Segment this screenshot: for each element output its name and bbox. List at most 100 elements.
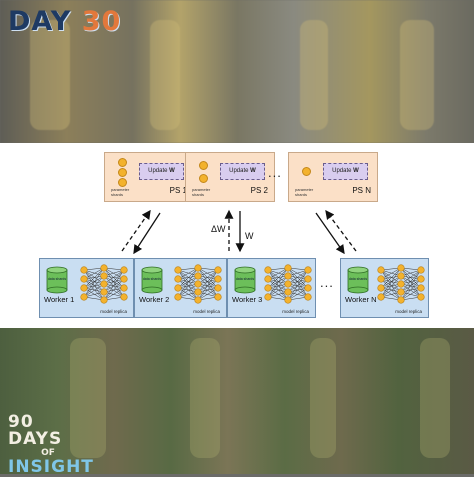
network-edge — [83, 269, 105, 285]
update-text: Update — [332, 168, 352, 174]
network-node — [397, 264, 405, 272]
network-edge — [400, 269, 422, 301]
network-edge — [177, 269, 199, 293]
background-streak — [400, 20, 434, 130]
parameter-shards-label: parameter shards — [111, 187, 130, 197]
network-node — [214, 284, 222, 292]
network-edge — [380, 269, 402, 293]
network-edge — [197, 278, 219, 301]
background-streak — [420, 338, 450, 458]
network-edge — [177, 278, 199, 293]
network-edge — [103, 275, 125, 289]
network-edge — [287, 278, 309, 293]
network-edge — [287, 275, 309, 298]
parameter-node — [199, 161, 208, 170]
diagram-panel: Update W parameter shards PS 1 Update W … — [0, 143, 474, 328]
network-edge — [267, 275, 289, 289]
network-node — [284, 272, 292, 280]
network-edge — [103, 267, 125, 280]
worker-label: Worker 3 — [232, 295, 263, 304]
background-streak — [30, 20, 70, 130]
network-edge — [287, 278, 309, 301]
network-node — [80, 275, 88, 283]
network-edge — [177, 275, 199, 289]
neural-network-icon — [80, 264, 128, 304]
network-edge — [103, 269, 125, 293]
network-edge — [287, 283, 309, 298]
network-edge — [267, 267, 289, 289]
network-edge — [267, 267, 289, 298]
network-edge — [380, 283, 402, 298]
network-node — [417, 293, 425, 301]
network-edge — [400, 278, 422, 293]
day-number: 30 — [81, 6, 122, 37]
network-edge — [267, 269, 289, 293]
worker-box: data shards Worker 2 model replica — [134, 258, 227, 318]
network-edge — [177, 269, 199, 301]
network-edge — [103, 267, 125, 298]
network-edge — [197, 269, 219, 285]
badge-line-1: 90 DAYS — [8, 412, 63, 449]
background-streak — [310, 338, 336, 458]
network-node — [417, 284, 425, 292]
worker-label: Worker 1 — [44, 295, 75, 304]
network-node — [80, 293, 88, 301]
network-edge — [177, 267, 199, 289]
network-node — [174, 275, 182, 283]
network-node — [80, 266, 88, 274]
network-node — [304, 275, 312, 283]
network-edge — [267, 278, 289, 301]
ps-ellipsis: ... — [268, 165, 282, 180]
parameter-node — [302, 167, 311, 176]
network-node — [194, 264, 202, 272]
network-node — [214, 275, 222, 283]
ps-label: PS N — [352, 186, 371, 195]
network-node — [284, 280, 292, 288]
network-node — [194, 280, 202, 288]
network-node — [214, 266, 222, 274]
network-edge — [287, 269, 309, 293]
network-node — [377, 275, 385, 283]
ps-label: PS 1 — [169, 186, 187, 195]
network-edge — [103, 283, 125, 298]
w-label: W — [245, 231, 254, 241]
network-edge — [400, 267, 422, 289]
network-edge — [197, 287, 219, 301]
network-edge — [380, 267, 402, 280]
network-edge — [197, 267, 219, 280]
network-edge — [380, 278, 402, 301]
network-edge — [103, 278, 125, 301]
network-edge — [83, 278, 105, 293]
background-streak — [70, 338, 106, 458]
neural-network-icon — [377, 264, 425, 304]
update-var: W — [353, 168, 359, 174]
network-node — [397, 272, 405, 280]
network-node — [194, 288, 202, 296]
neural-network-icon — [264, 264, 312, 304]
parameter-node — [118, 158, 127, 167]
update-text: Update — [148, 168, 168, 174]
ps-label: PS 2 — [250, 186, 268, 195]
network-node — [100, 272, 108, 280]
network-node — [80, 284, 88, 292]
worker-ellipsis: ... — [320, 275, 334, 290]
network-edge — [287, 287, 309, 301]
network-edge — [267, 287, 289, 301]
network-node — [264, 284, 272, 292]
network-edge — [103, 269, 125, 301]
model-replica-label: model replica — [395, 309, 422, 314]
data-shards-cylinder-icon: data shards — [347, 266, 369, 294]
series-badge-logo: 90 DAYS OF INSIGHT — [8, 412, 94, 477]
neural-network-icon — [174, 264, 222, 304]
background-streak — [190, 338, 220, 458]
badge-line-3: INSIGHT — [8, 457, 94, 477]
network-edge — [83, 269, 105, 293]
network-node — [264, 266, 272, 274]
network-node — [304, 293, 312, 301]
network-edge — [83, 269, 105, 301]
network-edge — [287, 267, 309, 280]
network-edge — [400, 283, 422, 298]
model-replica-label: model replica — [282, 309, 309, 314]
network-node — [304, 266, 312, 274]
network-edge — [380, 275, 402, 298]
